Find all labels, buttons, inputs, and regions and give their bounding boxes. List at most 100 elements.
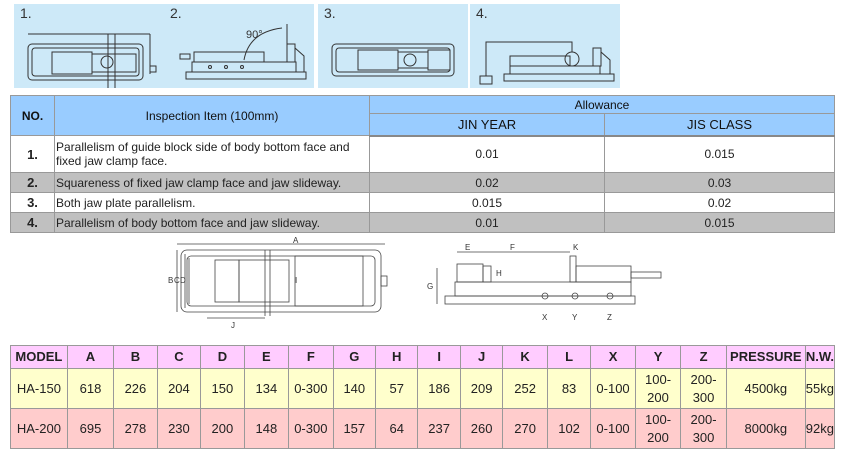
spec-header-l: L [546, 345, 592, 369]
spec-cell: 100- 200 [634, 368, 682, 409]
spec-cell: 270 [502, 408, 548, 449]
spec-cell: 8000kg [725, 408, 806, 449]
row-jis: 0.015 [604, 212, 835, 233]
spec-header-d: D [200, 345, 245, 369]
spec-cell: 55kg [804, 368, 836, 409]
spec-cell: 0-300 [288, 368, 334, 409]
spec-cell: 83 [546, 368, 592, 409]
spec-cell: 4500kg [725, 368, 806, 409]
row-jis: 0.03 [604, 172, 835, 193]
dim-label-h: H [496, 269, 502, 278]
vise-side-view-icon: 90° [179, 24, 307, 80]
header-allowance: Allowance [369, 95, 835, 114]
spec-cell: 134 [243, 368, 290, 409]
spec-header-b: B [113, 345, 158, 369]
spec-cell: 150 [200, 368, 245, 409]
spec-header-y: Y [634, 345, 682, 369]
dim-label-f: F [510, 243, 515, 252]
spec-cell: 148 [243, 408, 290, 449]
spec-header-f: F [288, 345, 334, 369]
spec-header-z: Z [680, 345, 727, 369]
vise-dial-gauge-icon [479, 41, 615, 85]
vise-top-view-icon [331, 43, 455, 77]
spec-cell: 252 [502, 368, 548, 409]
spec-cell: 157 [332, 408, 377, 449]
spec-header-x: X [590, 345, 636, 369]
spec-header-h: H [375, 345, 419, 369]
spec-cell: 695 [66, 408, 115, 449]
inspection-table: NO. Inspection Item (100mm) Allowance JI… [10, 95, 835, 233]
spec-header-a: A [66, 345, 115, 369]
vise-top-view-icon [27, 33, 157, 88]
spec-cell: 186 [417, 368, 461, 409]
spec-cell: 260 [459, 408, 504, 449]
dim-label-g: G [427, 282, 433, 291]
row-item: Squareness of fixed jaw clamp face and j… [54, 172, 370, 193]
dim-label-x: X [542, 313, 548, 322]
dim-label-b: B [168, 276, 173, 285]
spec-cell: 102 [546, 408, 592, 449]
spec-cell: 92kg [804, 408, 836, 449]
header-jis-class: JIS CLASS [604, 113, 835, 137]
row-jin: 0.01 [369, 212, 605, 233]
row-item: Parallelism of body bottom face and jaw … [54, 212, 370, 233]
row-no: 4. [10, 212, 55, 233]
row-jis: 0.015 [604, 135, 835, 173]
vise-side-dimension-drawing: E F K H G X Y Z [427, 243, 662, 322]
spec-cell: 64 [375, 408, 419, 449]
table-row: 2. Squareness of fixed jaw clamp face an… [10, 172, 835, 193]
spec-cell: 57 [375, 368, 419, 409]
row-item: Both jaw plate parallelism. [54, 192, 370, 213]
spec-cell: 209 [459, 368, 504, 409]
spec-header-nw: N.W. [804, 345, 836, 369]
spec-cell: 100- 200 [634, 408, 682, 449]
spec-cell: 0-100 [590, 368, 636, 409]
header-no: NO. [10, 95, 55, 136]
spec-header-e: E [243, 345, 290, 369]
dim-label-j: J [231, 321, 235, 330]
step-number: 2. [170, 5, 182, 21]
spec-header-pressure: PRESSURE [725, 345, 806, 369]
step-number: 4. [476, 5, 488, 21]
spec-cell: 230 [156, 408, 202, 449]
spec-cell: 0-300 [288, 408, 334, 449]
spec-cell: 278 [113, 408, 158, 449]
spec-cell: 226 [113, 368, 158, 409]
row-jin: 0.01 [369, 135, 605, 173]
vise-top-dimension-drawing: A B C D I J [168, 236, 388, 330]
spec-header-g: G [332, 345, 377, 369]
spec-header-model: MODEL [10, 345, 68, 369]
dim-label-d: D [180, 276, 186, 285]
angle-label: 90° [246, 29, 263, 41]
row-jin: 0.015 [369, 192, 605, 213]
header-item: Inspection Item (100mm) [54, 95, 370, 136]
row-jin: 0.02 [369, 172, 605, 193]
spec-header-j: J [459, 345, 504, 369]
step-number: 3. [324, 5, 336, 21]
dim-label-a: A [293, 236, 299, 245]
spec-header-i: I [417, 345, 461, 369]
spec-cell: 140 [332, 368, 377, 409]
spec-header-c: C [156, 345, 202, 369]
row-jis: 0.02 [604, 192, 835, 213]
inspection-figure-3: 3. [318, 4, 468, 88]
dim-label-y: Y [572, 313, 578, 322]
inspection-figure-1: 1. [14, 4, 164, 88]
row-no: 3. [10, 192, 55, 213]
table-row: 4. Parallelism of body bottom face and j… [10, 212, 835, 233]
spec-cell: 200- 300 [680, 408, 727, 449]
spec-cell: HA-200 [10, 408, 68, 449]
row-no: 1. [10, 135, 55, 173]
spec-cell: HA-150 [10, 368, 68, 409]
spec-cell: 237 [417, 408, 461, 449]
inspection-figure-4: 4. [470, 4, 620, 88]
table-row: 3. Both jaw plate parallelism. 0.015 0.0… [10, 192, 835, 213]
table-row: 1. Parallelism of guide block side of bo… [10, 135, 835, 173]
inspection-figure-2: 2. 90° [164, 4, 314, 88]
dim-label-k: K [573, 243, 579, 252]
row-item: Parallelism of guide block side of body … [54, 135, 370, 173]
step-number: 1. [20, 5, 32, 21]
